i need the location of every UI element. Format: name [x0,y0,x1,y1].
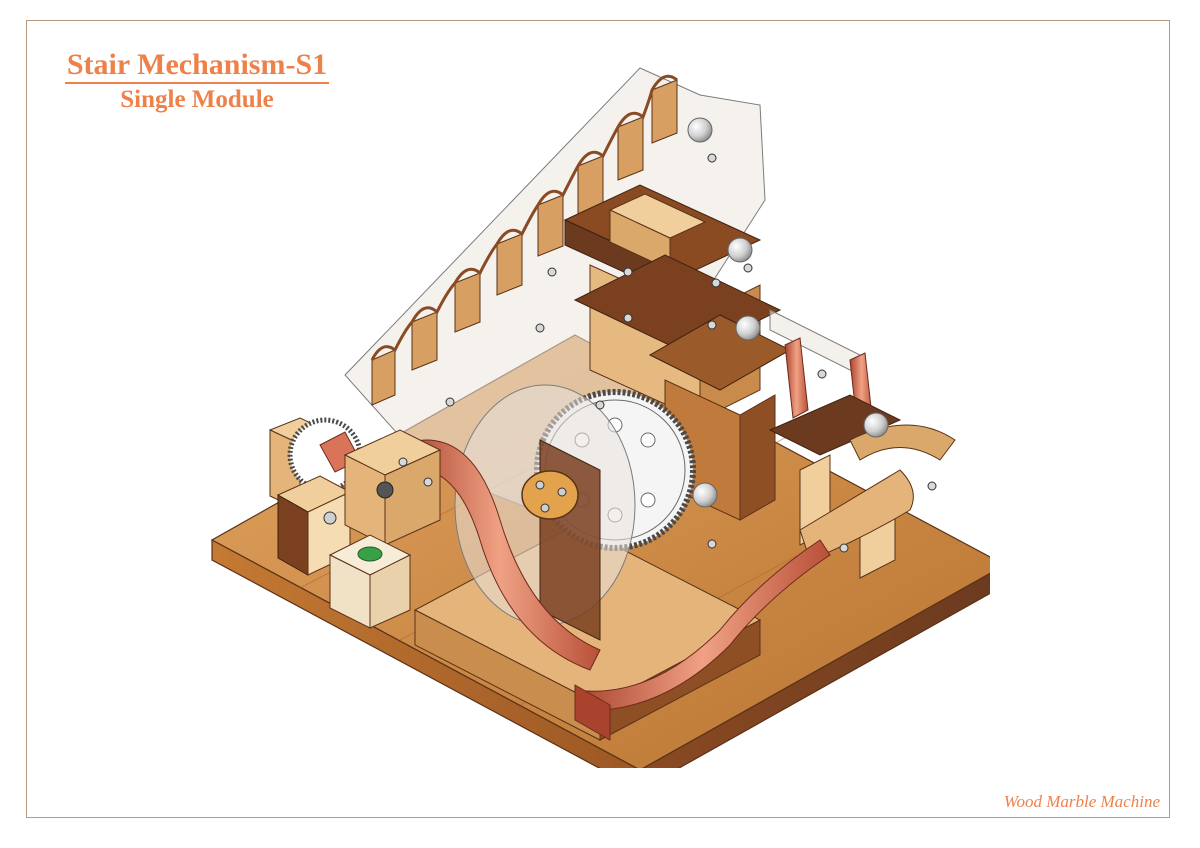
screw-icon [711,278,721,288]
copper-curved-ramp [399,439,601,671]
screw-icon [423,477,433,487]
screw-icon [623,267,633,277]
title-block: Stair Mechanism-S1 Single Module [42,48,352,114]
screw-icon [535,323,545,333]
screw-icon [817,369,827,379]
push-button-icon [357,546,383,562]
stair-steps [370,74,678,406]
screw-icon [707,320,717,330]
sheet-subtitle: Single Module [120,86,274,113]
sheet-frame [26,20,1170,818]
screw-icon [707,153,717,163]
screws [398,153,937,553]
screw-icon [743,263,753,273]
marble-icon [692,482,718,508]
screw-icon [707,539,717,549]
right-track [768,309,956,579]
marble-icon [735,315,761,341]
push-button-housing [328,534,412,629]
screw-icon [547,267,557,277]
sheet-signature: Wood Marble Machine [1003,792,1160,811]
central-tower [563,184,792,521]
screw-icon [398,457,408,467]
machine-drawing [210,67,990,768]
screw-icon [623,313,633,323]
screw-icon [445,397,455,407]
lower-copper-chute [574,539,831,741]
screw-icon [839,543,849,553]
sheet-title: Stair Mechanism-S1 [64,48,330,84]
acrylic-disc [454,384,636,641]
marbles [687,117,889,508]
marble-icon [863,412,889,438]
marble-icon [727,237,753,263]
screw-icon [595,400,605,410]
screw-icon [927,481,937,491]
marble-icon [687,117,713,143]
